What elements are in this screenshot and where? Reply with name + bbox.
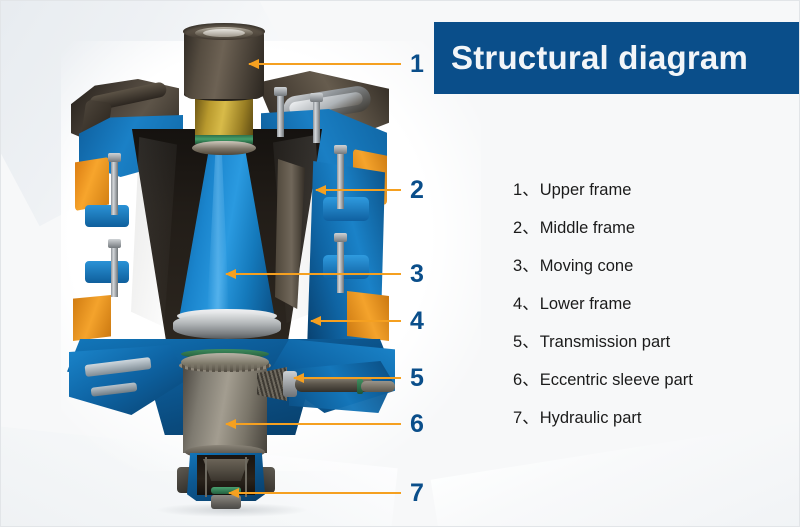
legend-label: Moving cone (539, 257, 634, 275)
legend-item-2: 2 、 Middle frame (513, 214, 793, 252)
pinion-gear (257, 367, 287, 401)
legend-separator: 、 (522, 371, 539, 389)
legend-separator: 、 (522, 181, 539, 199)
header-bar: Structural diagram (434, 22, 799, 94)
callout-number: 5 (410, 363, 424, 392)
tie-bolt-head (334, 145, 347, 154)
cone-crusher-illustration (61, 9, 395, 521)
legend-item-4: 4 、 Lower frame (513, 290, 793, 328)
hydraulic-rod (245, 457, 247, 497)
arrow-left-icon (310, 316, 321, 326)
callout-5: 5 (293, 363, 424, 393)
tie-bolt (337, 239, 344, 293)
callout-number: 4 (410, 306, 424, 335)
eccentric-sleeve-top (181, 353, 269, 371)
callout-leader-line (310, 316, 401, 326)
legend-item-3: 3 、 Moving cone (513, 252, 793, 290)
callout-1: 1 (248, 49, 424, 79)
callout-number: 2 (410, 175, 424, 204)
arrow-left-icon (225, 419, 236, 429)
legend-item-5: 5 、 Transmission part (513, 328, 793, 366)
legend-label: Middle frame (539, 219, 636, 237)
tie-bolt (111, 245, 118, 297)
legend-item-7: 7 、 Hydraulic part (513, 404, 793, 442)
tie-bolt-head (334, 233, 347, 242)
legend-separator: 、 (522, 219, 539, 237)
feed-hopper-bore-inner (203, 29, 245, 37)
shaft-cap (192, 141, 256, 155)
eccentric-sleeve (183, 361, 267, 453)
arrow-left-icon (225, 269, 236, 279)
tie-bolt-head (310, 93, 323, 102)
legend-number: 7 (513, 409, 523, 427)
ground-shadow (157, 503, 307, 517)
drive-shaft-end (361, 381, 395, 392)
accent-band-lower-right (347, 291, 389, 341)
hydraulic-base-foot (211, 495, 241, 509)
legend-separator: 、 (522, 409, 539, 427)
legend-separator: 、 (522, 295, 539, 313)
callout-3: 3 (225, 259, 424, 289)
legend-item-1: 1 、 Upper frame (513, 176, 793, 214)
arrow-left-icon (315, 185, 326, 195)
drive-shaft-seal (357, 379, 363, 394)
callout-leader-line (225, 419, 401, 429)
callout-leader-line (225, 269, 401, 279)
tie-bolt-head (274, 87, 287, 96)
middle-frame-rib (85, 261, 129, 283)
moving-cone-base-ring (173, 313, 281, 339)
legend-number: 1 (513, 181, 523, 199)
callout-2: 2 (315, 175, 424, 205)
legend-number: 2 (513, 219, 523, 237)
middle-frame-rib (323, 197, 369, 221)
middle-frame-rib (323, 255, 369, 279)
legend-number: 3 (513, 257, 523, 275)
arrow-left-icon (248, 59, 259, 69)
legend-label: Eccentric sleeve part (539, 371, 693, 389)
legend-label: Upper frame (539, 181, 632, 199)
legend-label: Transmission part (539, 333, 671, 351)
legend-label: Hydraulic part (539, 409, 642, 427)
callout-leader-line (228, 488, 401, 498)
legend-number: 6 (513, 371, 523, 389)
hydraulic-seal (211, 487, 241, 494)
legend-separator: 、 (522, 333, 539, 351)
callout-7: 7 (228, 478, 424, 508)
callout-leader-line (315, 185, 401, 195)
callout-4: 4 (310, 306, 424, 336)
accent-band-upper-left (75, 157, 109, 211)
legend-list: 1 、 Upper frame 2 、 Middle frame 3 、 Mov… (513, 176, 793, 442)
tie-bolt (313, 99, 320, 143)
accent-band-lower-left (73, 295, 111, 341)
callout-number: 7 (410, 478, 424, 507)
callout-number: 6 (410, 409, 424, 438)
callout-6: 6 (225, 409, 424, 439)
callout-leader-line (293, 373, 401, 383)
middle-frame-rib (85, 205, 129, 227)
tie-bolt (277, 93, 284, 137)
callout-leader-line (248, 59, 401, 69)
legend-item-6: 6 、 Eccentric sleeve part (513, 366, 793, 404)
legend-number: 5 (513, 333, 523, 351)
tie-bolt (337, 151, 344, 209)
tie-bolt (111, 159, 118, 215)
legend-number: 4 (513, 295, 523, 313)
tie-bolt-head (108, 153, 121, 162)
hydraulic-rod (205, 457, 207, 497)
legend-separator: 、 (522, 257, 539, 275)
main-shaft-brass-sleeve (195, 95, 253, 139)
callout-number: 3 (410, 259, 424, 288)
arrow-left-icon (228, 488, 239, 498)
callout-number: 1 (410, 49, 424, 78)
legend-label: Lower frame (539, 295, 632, 313)
tie-bolt-head (108, 239, 121, 248)
page-title: Structural diagram (451, 39, 749, 76)
seal-band (195, 135, 253, 144)
arrow-left-icon (293, 373, 304, 383)
hydraulic-piston (203, 459, 249, 481)
drive-shaft (295, 377, 373, 392)
